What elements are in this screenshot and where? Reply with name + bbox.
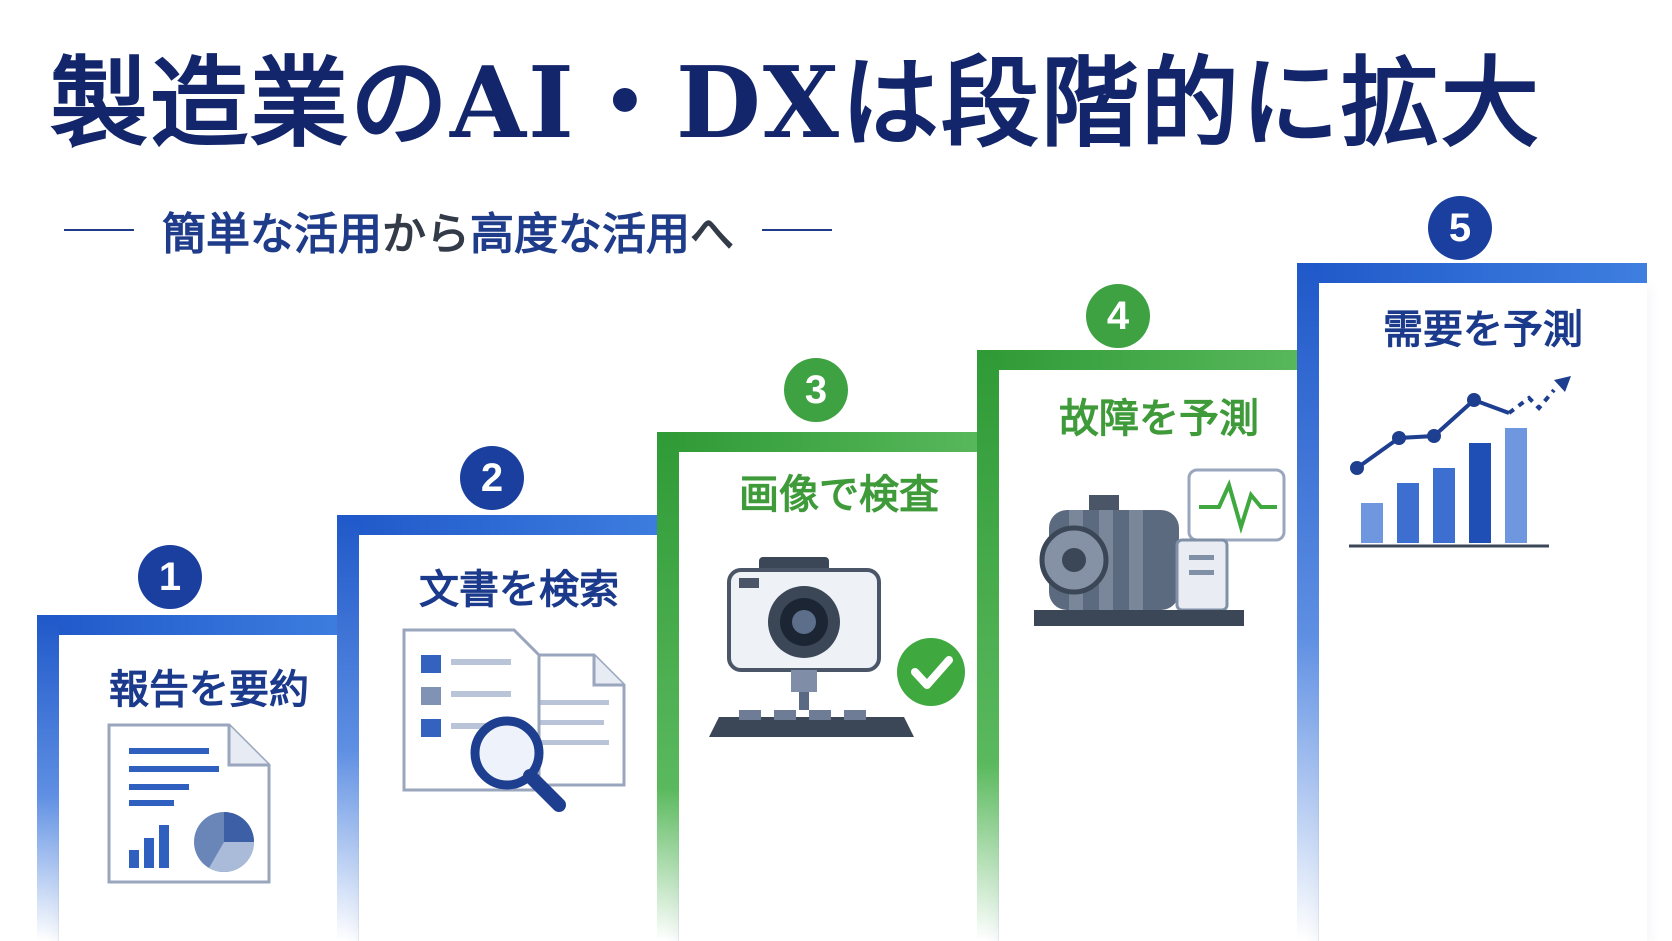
subtitle-line-left bbox=[64, 229, 134, 231]
subtitle-part1: 簡単な活用 bbox=[162, 209, 382, 260]
subtitle-connector: から bbox=[382, 209, 470, 260]
step-3-label: 画像で検査 bbox=[739, 472, 939, 518]
page-title: 製造業のAI・DXは段階的に拡大 bbox=[50, 46, 1541, 161]
camera-inspection-icon bbox=[709, 557, 965, 737]
step-4-label: 故障を予測 bbox=[1059, 396, 1259, 442]
step-5-badge: 5 bbox=[1428, 196, 1492, 260]
subtitle-suffix: へ bbox=[690, 209, 734, 260]
subtitle-line-right bbox=[762, 229, 832, 231]
document-search-icon bbox=[402, 628, 626, 812]
step-5-label: 需要を予測 bbox=[1383, 307, 1583, 353]
step-3: 画像で検査 bbox=[657, 432, 999, 941]
step-1: 報告を要約 bbox=[37, 615, 359, 941]
step-5: 需要を予測 bbox=[1297, 263, 1647, 941]
document-report-icon bbox=[107, 723, 271, 884]
step-3-badge: 3 bbox=[784, 358, 848, 422]
step-2: 文書を検索 bbox=[337, 515, 679, 941]
step-1-badge: 1 bbox=[138, 545, 202, 609]
step-4-badge: 4 bbox=[1086, 284, 1150, 348]
step-4: 故障を予測 bbox=[977, 350, 1319, 941]
subtitle: 簡単な活用から高度な活用へ bbox=[162, 198, 734, 262]
step-2-label: 文書を検索 bbox=[419, 567, 619, 613]
step-2-badge: 2 bbox=[460, 446, 524, 510]
subtitle-row: 簡単な活用から高度な活用へ bbox=[64, 200, 984, 260]
trend-chart-icon bbox=[1349, 376, 1571, 548]
motor-waveform-icon bbox=[1034, 468, 1286, 626]
subtitle-part2: 高度な活用 bbox=[470, 209, 690, 260]
step-1-label: 報告を要約 bbox=[109, 667, 309, 713]
